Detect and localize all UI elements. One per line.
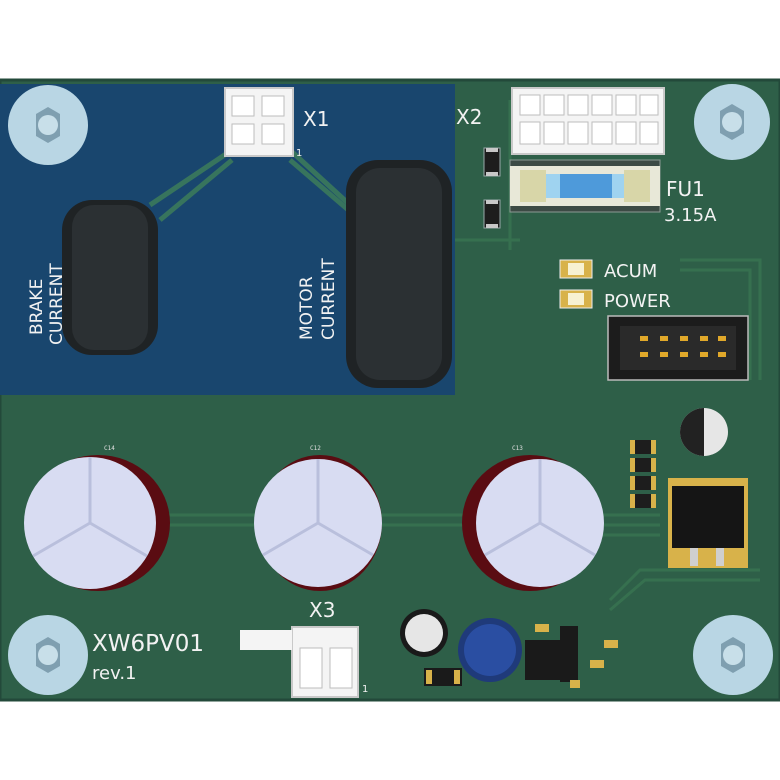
smd-parts	[535, 624, 618, 688]
capacitor-c12	[254, 455, 382, 591]
smd-array	[630, 440, 656, 508]
led-acum-label: ACUM	[604, 261, 657, 282]
small-electrolytic	[400, 609, 448, 657]
motor-current-sensor	[346, 160, 452, 388]
led-acum	[559, 259, 593, 279]
inductor	[458, 618, 522, 682]
name-bar	[240, 630, 292, 650]
led-power	[559, 289, 593, 309]
voltage-regulator	[668, 478, 748, 568]
mounting-hole-bl	[8, 615, 88, 695]
mounting-hole-br	[693, 615, 773, 695]
board-name: XW6PV01	[92, 631, 204, 657]
x1-pin1-label: 1	[296, 148, 302, 159]
capacitor-c13-label: C13	[512, 445, 523, 452]
capacitor-c14	[24, 455, 170, 591]
smd-diode	[424, 668, 462, 686]
connector-x1	[224, 87, 294, 157]
smd-resistors-x2	[483, 147, 501, 229]
x3-label: X3	[309, 598, 335, 622]
x3-pin1-label: 1	[362, 684, 368, 695]
small-capacitor	[680, 408, 728, 456]
led-power-label: POWER	[604, 291, 671, 312]
x2-label: X2	[456, 105, 482, 129]
motor-current-label-2: CURRENT	[319, 258, 339, 340]
fuse-ref-label: FU1	[666, 177, 705, 201]
brake-current-sensor	[62, 200, 158, 355]
brake-current-label-2: CURRENT	[47, 263, 67, 345]
capacitor-c13	[462, 455, 604, 591]
connector-x2	[511, 87, 665, 155]
ic-chip	[525, 626, 578, 682]
mounting-hole-tl	[8, 85, 88, 165]
connector-x3	[291, 626, 359, 698]
idc-header	[607, 315, 749, 381]
brake-current-label-1: BRAKE	[27, 279, 47, 335]
fuse-fu1	[509, 159, 661, 213]
board-revision: rev.1	[92, 663, 137, 684]
capacitor-c12-label: C12	[310, 445, 321, 452]
fuse-rating-label: 3.15A	[664, 205, 717, 226]
capacitor-c14-label: C14	[104, 445, 115, 452]
mounting-hole-tr	[694, 84, 770, 160]
motor-current-label-1: MOTOR	[297, 276, 317, 340]
x1-label: X1	[303, 107, 329, 131]
